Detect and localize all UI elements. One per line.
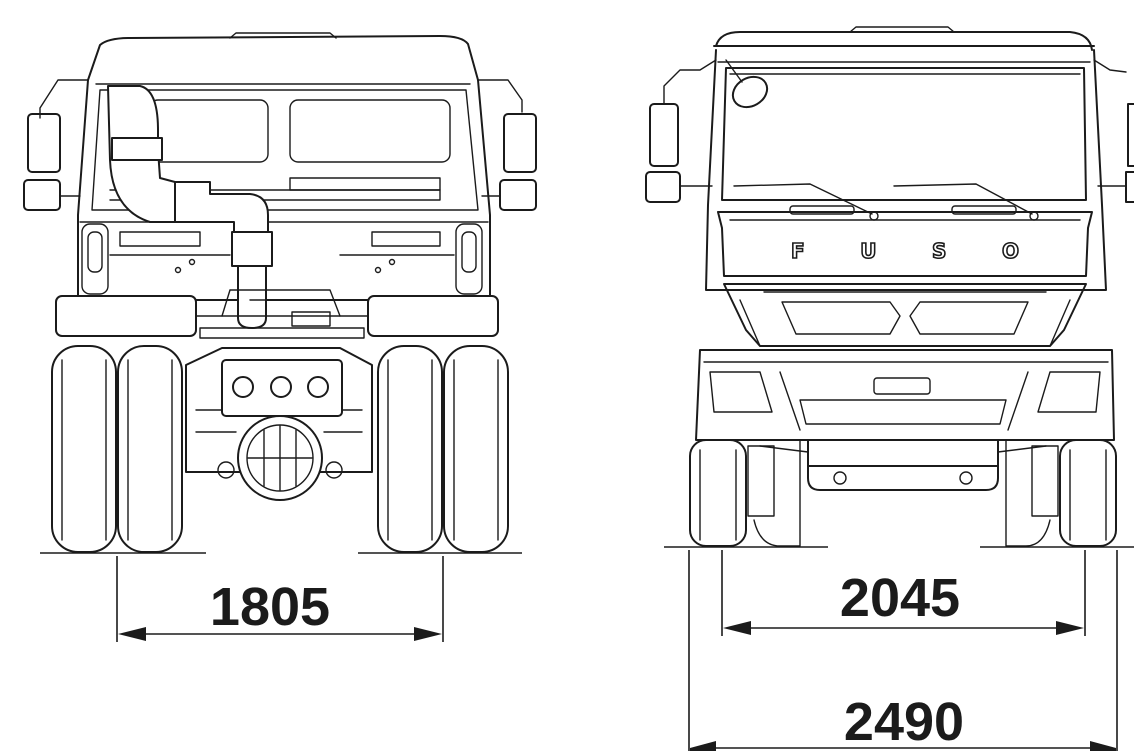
rear-fenders [55,289,499,339]
front-track-arrow-left [723,621,751,635]
front-cab-outline [705,26,1107,291]
rear-axle-differential [185,347,373,501]
front-tyre-right [1031,439,1117,547]
rear-cab-lower-panel [79,221,489,295]
front-track-arrow-right [1056,621,1084,635]
rear-track-arrow-left [118,627,146,641]
front-track-dimension-label: 2045 [840,568,960,628]
overall-width-arrow-right [1090,741,1116,751]
rear-exhaust-pipe [107,85,273,329]
front-bumper [695,349,1115,441]
front-view-truck: FUSO [645,26,1134,548]
front-track-dimension: 2045 [721,550,1086,636]
front-underbody [759,439,1047,491]
rear-track-dimension: 1805 [116,556,444,642]
front-grille [723,283,1087,347]
overall-width-arrow-left [690,741,716,751]
front-inner-wheels [753,439,1051,547]
front-left-mirror [645,59,769,203]
front-tyre-left [689,439,775,547]
rear-left-mirror [23,79,89,211]
rear-view-truck [23,32,537,554]
rear-right-mirror [477,79,537,211]
overall-width-dimension-label: 2490 [844,692,964,751]
overall-width-dimension: 2490 [688,550,1118,751]
rear-tyre-right-inner [377,345,443,553]
rear-tyre-left-outer [51,345,117,553]
rear-tyre-left-inner [117,345,183,553]
front-brand-panel: FUSO [717,211,1093,277]
front-right-mirror [1093,59,1134,203]
front-wipers [733,183,1039,221]
rear-track-arrow-right [414,627,442,641]
front-windshield [721,67,1087,201]
front-brand-lettering: FUSO [791,239,1021,263]
rear-tyre-right-outer [443,345,509,553]
rear-track-dimension-label: 1805 [210,577,330,637]
